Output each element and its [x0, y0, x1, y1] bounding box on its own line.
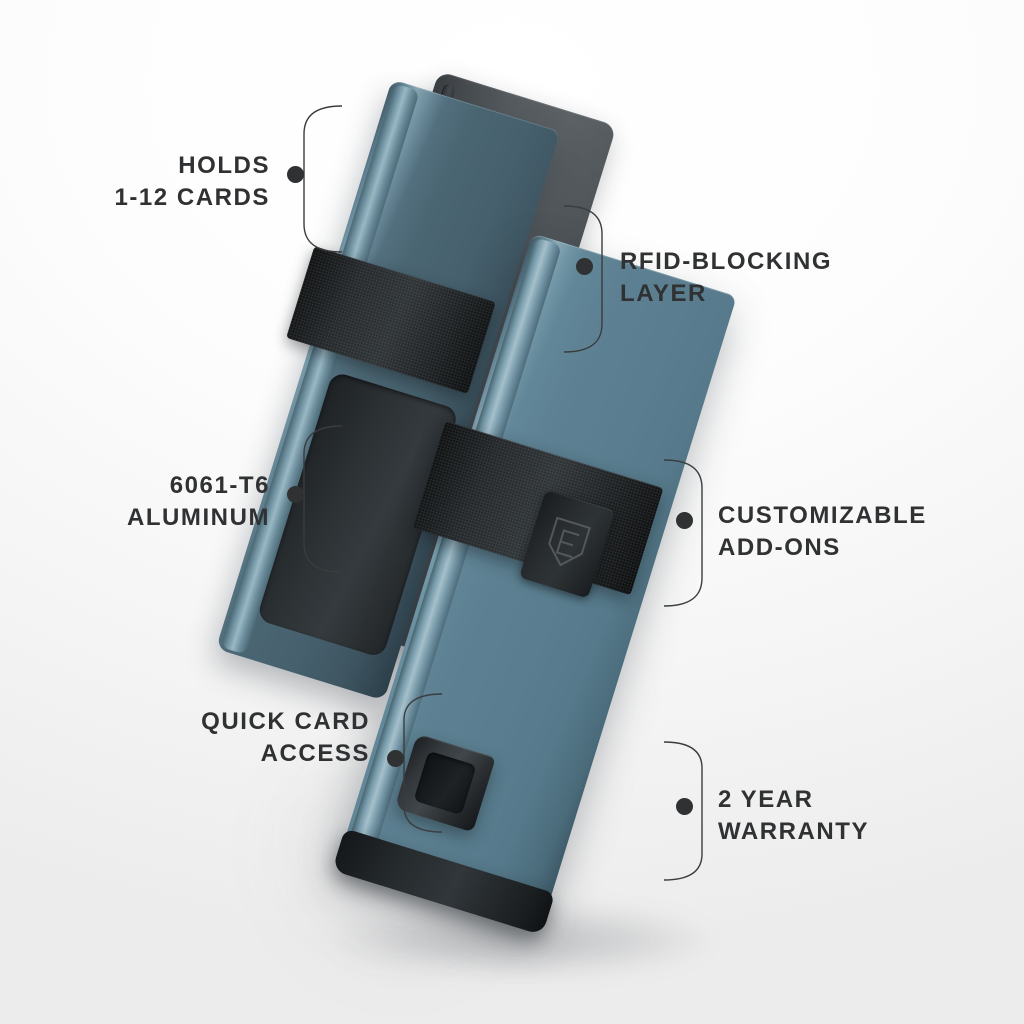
dot-rfid-blocking — [576, 258, 593, 275]
dot-warranty — [676, 798, 693, 815]
callout-holds-cards: HOLDS 1-12 CARDS — [114, 152, 270, 212]
callout-warranty: 2 YEAR WARRANTY — [718, 786, 870, 846]
callout-quick-access: QUICK CARD ACCESS — [201, 708, 370, 768]
dot-aluminum — [287, 486, 304, 503]
bracket-aluminum — [296, 424, 344, 574]
bracket-quick-access — [396, 692, 444, 834]
callout-aluminum: 6061-T6 ALUMINUM — [126, 472, 270, 532]
bracket-warranty — [662, 740, 710, 882]
callout-customizable: CUSTOMIZABLE ADD-ONS — [718, 502, 927, 562]
bracket-customizable — [662, 458, 710, 608]
bracket-holds-cards — [296, 104, 344, 254]
bracket-rfid-blocking — [562, 204, 610, 354]
dot-quick-access — [387, 750, 404, 767]
wallet-front-base-cap — [331, 828, 556, 936]
dot-holds-cards — [287, 166, 304, 183]
dot-customizable — [676, 512, 693, 529]
callout-rfid-blocking: RFID-BLOCKING LAYER — [620, 248, 833, 308]
ekster-shield-patch — [519, 489, 615, 599]
